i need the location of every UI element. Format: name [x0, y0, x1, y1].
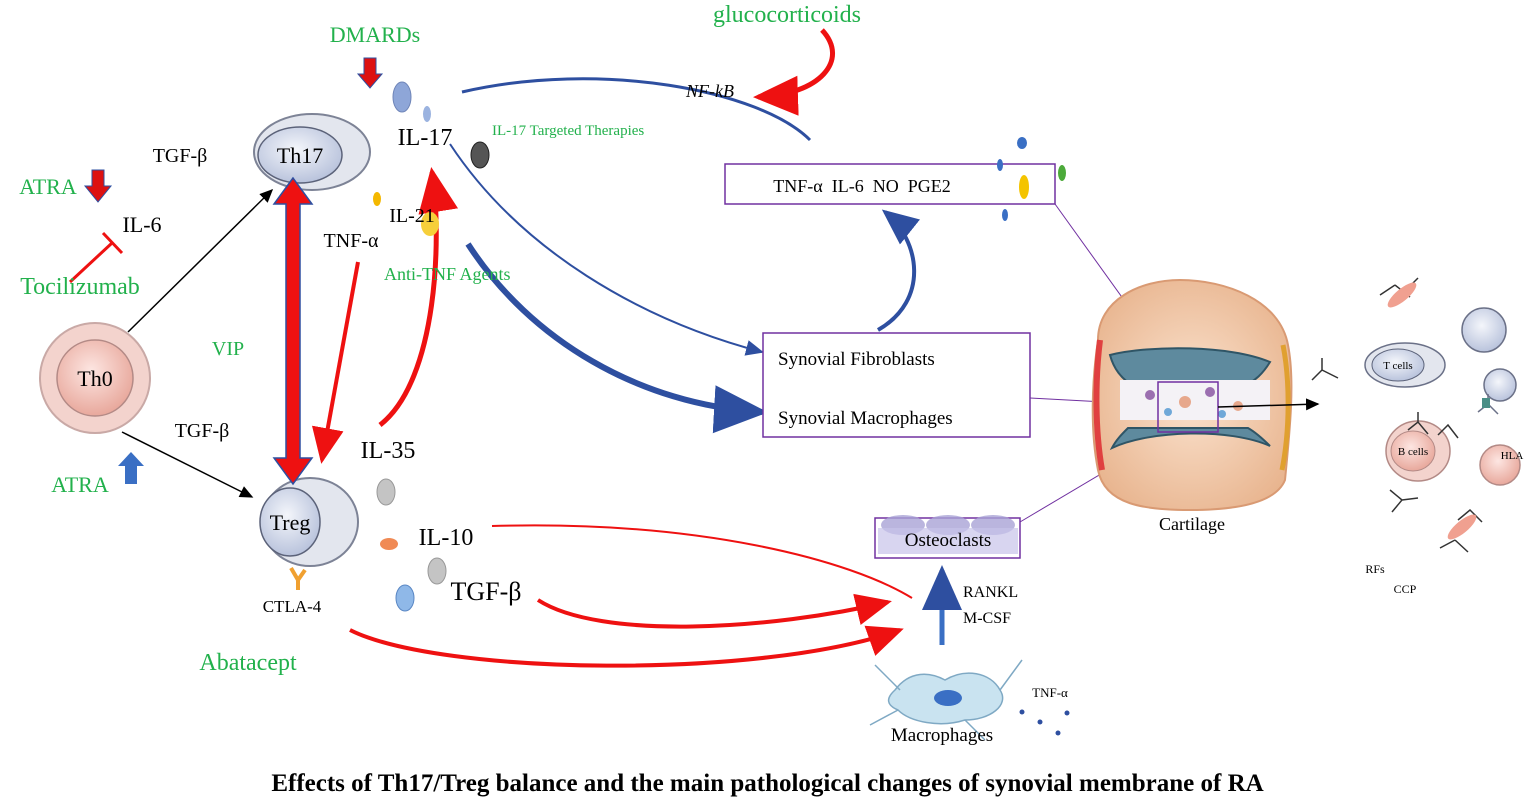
tgfb-left-label: TGF-β — [175, 420, 230, 442]
il21-droplet-small — [373, 192, 381, 206]
tocilizumab-inhibition-line — [68, 241, 114, 284]
th0-cell: Th0 — [39, 322, 151, 434]
nfkb-label: NF-kB — [685, 81, 734, 101]
il17-label: IL-17 — [398, 125, 453, 151]
ctla4-to-osteoclast-arrow — [349, 625, 904, 668]
tgfb-droplet — [427, 557, 447, 585]
tgfb-to-osteoclast-arrow — [536, 593, 892, 629]
antigen-1 — [1387, 282, 1417, 308]
rankl-label: RANKL — [963, 584, 1018, 601]
th17-cell: Th17 — [253, 113, 371, 191]
il17-to-fibroblasts-arrow — [449, 143, 764, 356]
dmards-down-arrow — [356, 57, 384, 89]
tnfa-small-label: TNF-α — [1032, 685, 1068, 700]
th0-label: Th0 — [77, 366, 112, 391]
abatacept-label: Abatacept — [199, 650, 297, 676]
anti-tnf-label: Anti-TNF Agents — [384, 264, 511, 284]
ctla4-label: CTLA-4 — [263, 597, 322, 616]
tgfb-top-label: TGF-β — [153, 145, 208, 167]
antigen-2 — [1447, 514, 1477, 540]
atra-top-label: ATRA — [19, 174, 77, 199]
mediator-dot-5 — [1002, 209, 1008, 221]
rfs-label: RFs — [1365, 562, 1385, 576]
treg-cell: Treg — [259, 477, 359, 567]
b-cell: B cells — [1385, 420, 1451, 482]
atra-up-arrow — [118, 452, 144, 484]
tgfb-right-label: TGF-β — [450, 577, 521, 606]
il10-droplet — [380, 538, 398, 550]
immune-cell-1 — [1461, 307, 1507, 353]
il17-droplet-small — [423, 106, 431, 122]
il21-label: IL-21 — [389, 205, 435, 227]
mediator-dot-4 — [1019, 175, 1029, 199]
fibroblasts-to-mediators-arrow — [876, 209, 920, 332]
synovial-macrophages-label: Synovial Macrophages — [778, 408, 953, 429]
anti-tnf-to-macrophages-arrow — [465, 242, 768, 434]
mcsf-label: M-CSF — [963, 610, 1011, 627]
atra-down-arrow — [83, 169, 113, 203]
tnfa-to-treg-arrow — [311, 261, 360, 464]
ccp-label: CCP — [1394, 582, 1417, 596]
osteoclast-texture — [878, 515, 1018, 554]
th17-treg-balance-arrow — [272, 176, 314, 486]
synovial-fibroblasts-label: Synovial Fibroblasts — [778, 349, 935, 370]
th0-to-treg-arrow — [121, 431, 254, 498]
macrophages-label: Macrophages — [891, 725, 993, 746]
il10-label: IL-10 — [419, 525, 474, 551]
antibody-droplet — [470, 141, 490, 169]
il6-label: IL-6 — [122, 212, 161, 237]
joint-to-immune-arrow — [1217, 398, 1320, 411]
il17-therapies-label: IL-17 Targeted Therapies — [492, 123, 644, 139]
joint-illustration — [1091, 278, 1293, 512]
hla-label: HLA — [1501, 450, 1524, 462]
tocilizumab-inhibition-bar — [101, 231, 124, 255]
il10-inhibition-line — [491, 524, 913, 599]
th17-label: Th17 — [277, 143, 323, 168]
th0-to-th17-arrow — [127, 188, 274, 333]
glucocorticoids-label: glucocorticoids — [713, 2, 861, 28]
cartilage-label: Cartilage — [1159, 514, 1225, 534]
treg-label: Treg — [270, 510, 311, 535]
atra-bottom-label: ATRA — [51, 472, 109, 497]
figure-caption: Effects of Th17/Treg balance and the mai… — [271, 770, 1264, 797]
immune-cell-2 — [1483, 368, 1517, 402]
t-cells-label: T cells — [1383, 360, 1412, 372]
mediator-dot-1 — [1017, 137, 1027, 149]
il21-droplet — [421, 212, 439, 236]
tnfa-dots — [1019, 709, 1070, 736]
macrophage-cell — [869, 659, 1023, 741]
glucocorticoids-to-nfkb-arrow — [753, 28, 835, 116]
dmards-label: DMARDs — [330, 22, 420, 47]
ctla4-receptor-icon — [289, 566, 307, 590]
mediator-dot-2 — [997, 159, 1003, 171]
mediator-dot-3 — [1058, 165, 1066, 181]
hla-marker-icon — [1482, 398, 1490, 408]
il17-droplet-large — [392, 81, 412, 113]
il17-to-mediators-curve — [461, 77, 812, 142]
il35-to-il17-arrow — [378, 167, 459, 427]
mediators-label: TNF-α IL-6 NO PGE2 — [773, 176, 950, 196]
tnfa-label: TNF-α — [324, 230, 379, 252]
t-cell: T cells — [1364, 342, 1446, 388]
il35-label: IL-35 — [361, 438, 416, 464]
b-cells-label: B cells — [1398, 446, 1428, 458]
osteoclasts-label: Osteoclasts — [905, 530, 992, 551]
synovial-cells-box — [762, 332, 1031, 438]
tocilizumab-label: Tocilizumab — [20, 274, 140, 300]
treg-droplet — [395, 584, 415, 612]
vip-label: VIP — [212, 338, 244, 360]
immune-cell-3 — [1479, 444, 1521, 486]
il35-droplet — [376, 478, 396, 506]
